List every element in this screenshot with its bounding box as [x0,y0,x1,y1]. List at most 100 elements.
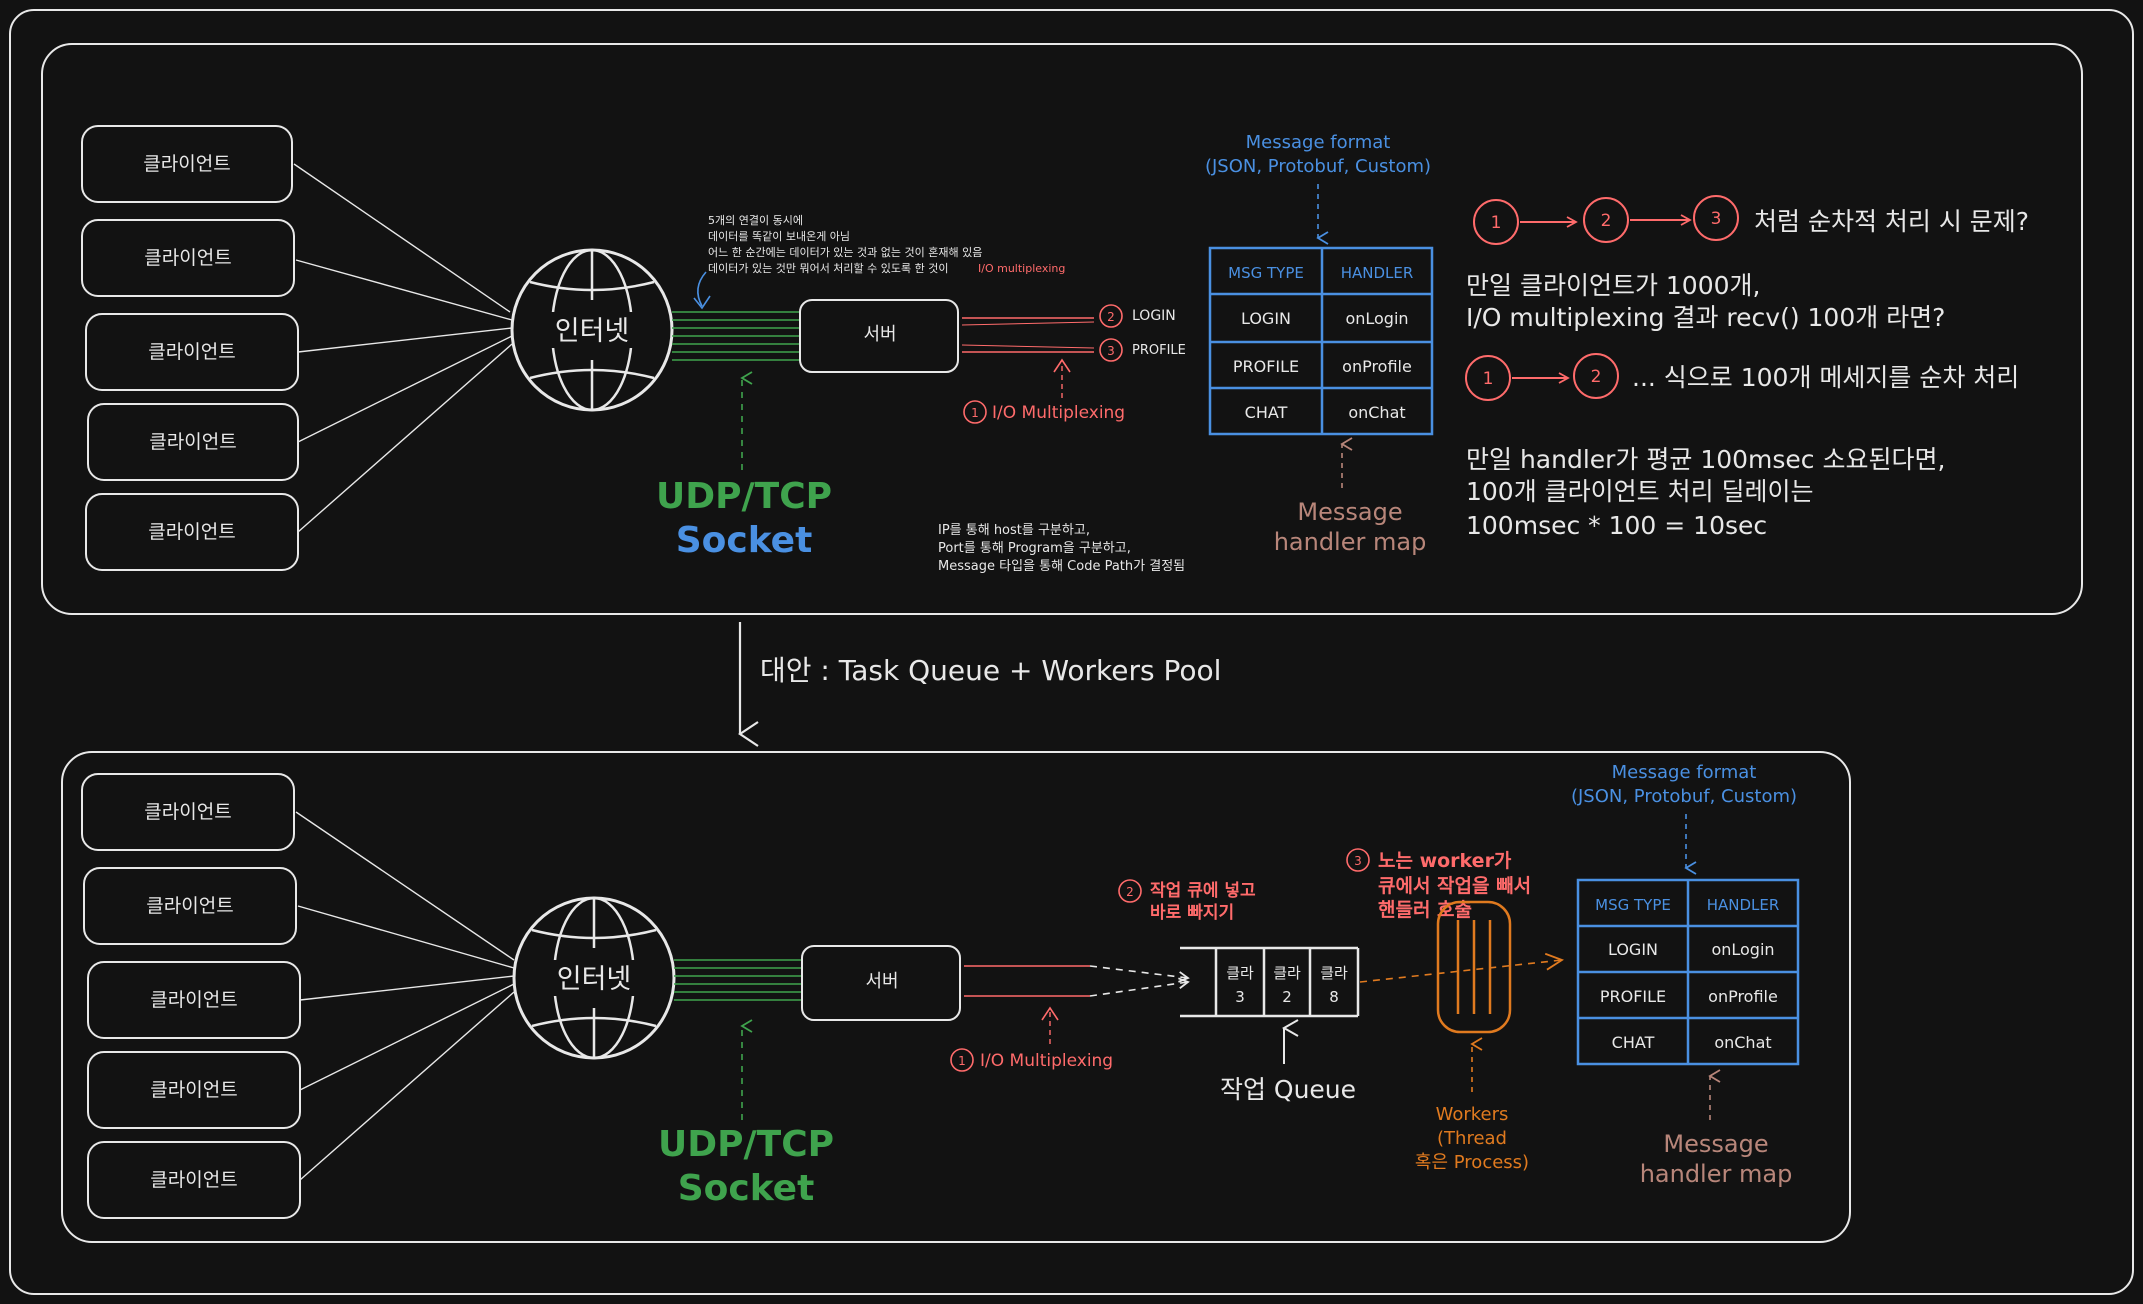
table-cell: PROFILE [1233,357,1299,376]
step-number: 1 [971,406,979,420]
profile-line-2 [961,344,1095,349]
seq2-text: ... 식으로 100개 메세지를 순차 처리 [1632,363,2019,392]
msg-format-subtitle: (JSON, Protobuf, Custom) [1205,156,1431,177]
client-box [81,773,295,851]
table-cell: onChat [1348,403,1405,422]
seq-text: 처럼 순차적 처리 시 문제? [1754,207,2029,236]
handler-map-label-1: Message [1297,498,1402,526]
sparse-data-note: 5개의 연결이 동시에 데이터를 똑같이 보내온게 아님 어느 한 순간에는 데… [708,214,1065,275]
note-line: 5개의 연결이 동시에 [708,214,803,227]
client-label: 클라이언트 [143,153,230,175]
table-cell: onLogin [1711,940,1774,959]
note-line: 데이터를 똑같이 보내온게 아님 [708,230,850,243]
p2-line3: 100msec * 100 = 10sec [1466,511,1767,540]
socket-label-line1: UDP/TCP [656,476,832,517]
handler-map-label-2: handler map [1640,1160,1793,1188]
client-label: 클라이언트 [148,341,235,363]
table-cell: onLogin [1345,309,1408,328]
note-line: 어느 한 순간에는 데이터가 있는 것과 없는 것이 혼재해 있음 [708,245,982,259]
workers-label-2: (Thread [1437,1128,1507,1149]
queue-cell-label: 클라 [1320,964,1348,982]
client-connection-lines [295,811,515,1181]
socket-lines [674,959,802,1001]
table-cell: CHAT [1612,1033,1655,1052]
login-line-2 [961,321,1095,326]
iomux-label: I/O Multiplexing [980,1051,1113,1071]
socket-lines [672,311,800,361]
table-header-cell: MSG TYPE [1595,896,1671,914]
server-label: 서버 [863,324,896,345]
note-highlight: I/O multiplexing [978,262,1065,275]
step-number: 3 [1107,344,1115,358]
table-header-cell: HANDLER [1707,896,1780,914]
dispatch-arrow [1359,960,1562,983]
client-label: 클라이언트 [149,431,236,453]
bottom-panel: 클라이언트 클라이언트 클라이언트 클라이언트 클라이언트 인터넷 [61,751,1851,1243]
workers-label-3: 혹은 Process) [1415,1152,1529,1173]
step-badge [1118,879,1142,903]
handler-map-table: MSG TYPE HANDLER LOGIN onLogin PROFILE o… [1208,246,1434,436]
step-badge [950,1048,974,1072]
table-cell: onProfile [1708,987,1778,1006]
client-box [81,219,295,297]
server-box [799,299,959,373]
queue-cell-num: 8 [1329,988,1339,1006]
seq-num: 2 [1601,211,1612,231]
socket-label-line1: UDP/TCP [658,1124,834,1165]
client-box [83,867,297,945]
table-header-cell: HANDLER [1341,264,1414,282]
table-cell: onProfile [1342,357,1412,376]
globe-icon [510,248,674,412]
workers-pool-icon [1436,900,1512,1034]
profile-label: PROFILE [1132,343,1186,358]
client-connection-lines [293,163,513,533]
p1-line2: I/O multiplexing 결과 recv() 100개 라면? [1466,303,1945,332]
step2-line2: 바로 빠지기 [1150,903,1234,923]
top-panel: 클라이언트 클라이언트 클라이언트 클라이언트 클라이언트 [41,43,2083,615]
step-badge [1099,304,1123,328]
table-cell: CHAT [1245,403,1288,422]
server-label: 서버 [865,971,898,992]
step-number: 1 [958,1054,966,1068]
table-cell: LOGIN [1608,940,1658,959]
step3-line1: 노는 worker가 [1378,850,1512,872]
seq-badge [1465,355,1511,401]
workers-label-1: Workers [1436,1104,1509,1125]
socket-label-line2: Socket [678,1168,815,1209]
table-cell: LOGIN [1241,309,1291,328]
client-label: 클라이언트 [150,989,237,1011]
step-number: 2 [1107,310,1115,324]
socket-label-line2: Socket [676,520,813,561]
handler-map-label-1: Message [1663,1130,1768,1158]
login-label: LOGIN [1132,308,1176,324]
bottom-client-list: 클라이언트 클라이언트 클라이언트 클라이언트 클라이언트 [81,773,301,1219]
iomux-label: I/O Multiplexing [992,403,1125,423]
step-number: 2 [1126,885,1134,899]
seq-num: 3 [1711,209,1722,229]
seq-badge [1573,353,1619,399]
handler-map-label-2: handler map [1274,528,1427,556]
enqueue-arrow [1089,977,1190,997]
sequential-problem-notes: 1 2 3 처럼 순차적 처리 시 문제? 만일 클라이언트가 1000개, I… [1465,195,2029,540]
bottom-panel-frame [61,751,1851,1243]
ip-note-line: IP를 통해 host를 구분하고, [938,523,1090,538]
client-label: 클라이언트 [144,247,231,269]
step-badge [1346,848,1370,872]
step2-line1: 작업 큐에 넣고 [1150,881,1256,901]
top-panel-frame [41,43,2083,615]
step3-line2: 큐에서 작업을 빼서 [1378,875,1531,897]
enqueue-arrow [1089,965,1190,983]
internet-label: 인터넷 [555,316,630,347]
client-label: 클라이언트 [150,1169,237,1191]
table-cell: PROFILE [1600,987,1666,1006]
seq-num: 1 [1483,369,1494,389]
note-line: 데이터가 있는 것만 뭐어서 처리할 수 있도록 한 것이 [708,262,949,275]
queue-cell-label: 클라 [1273,964,1301,982]
msg-format-title: Message format [1246,132,1391,153]
client-label: 클라이언트 [150,1079,237,1101]
step-number: 3 [1354,854,1362,868]
client-label: 클라이언트 [148,521,235,543]
p2-line1: 만일 handler가 평균 100msec 소요된다면, [1466,445,1945,474]
seq-badge [1693,195,1739,241]
